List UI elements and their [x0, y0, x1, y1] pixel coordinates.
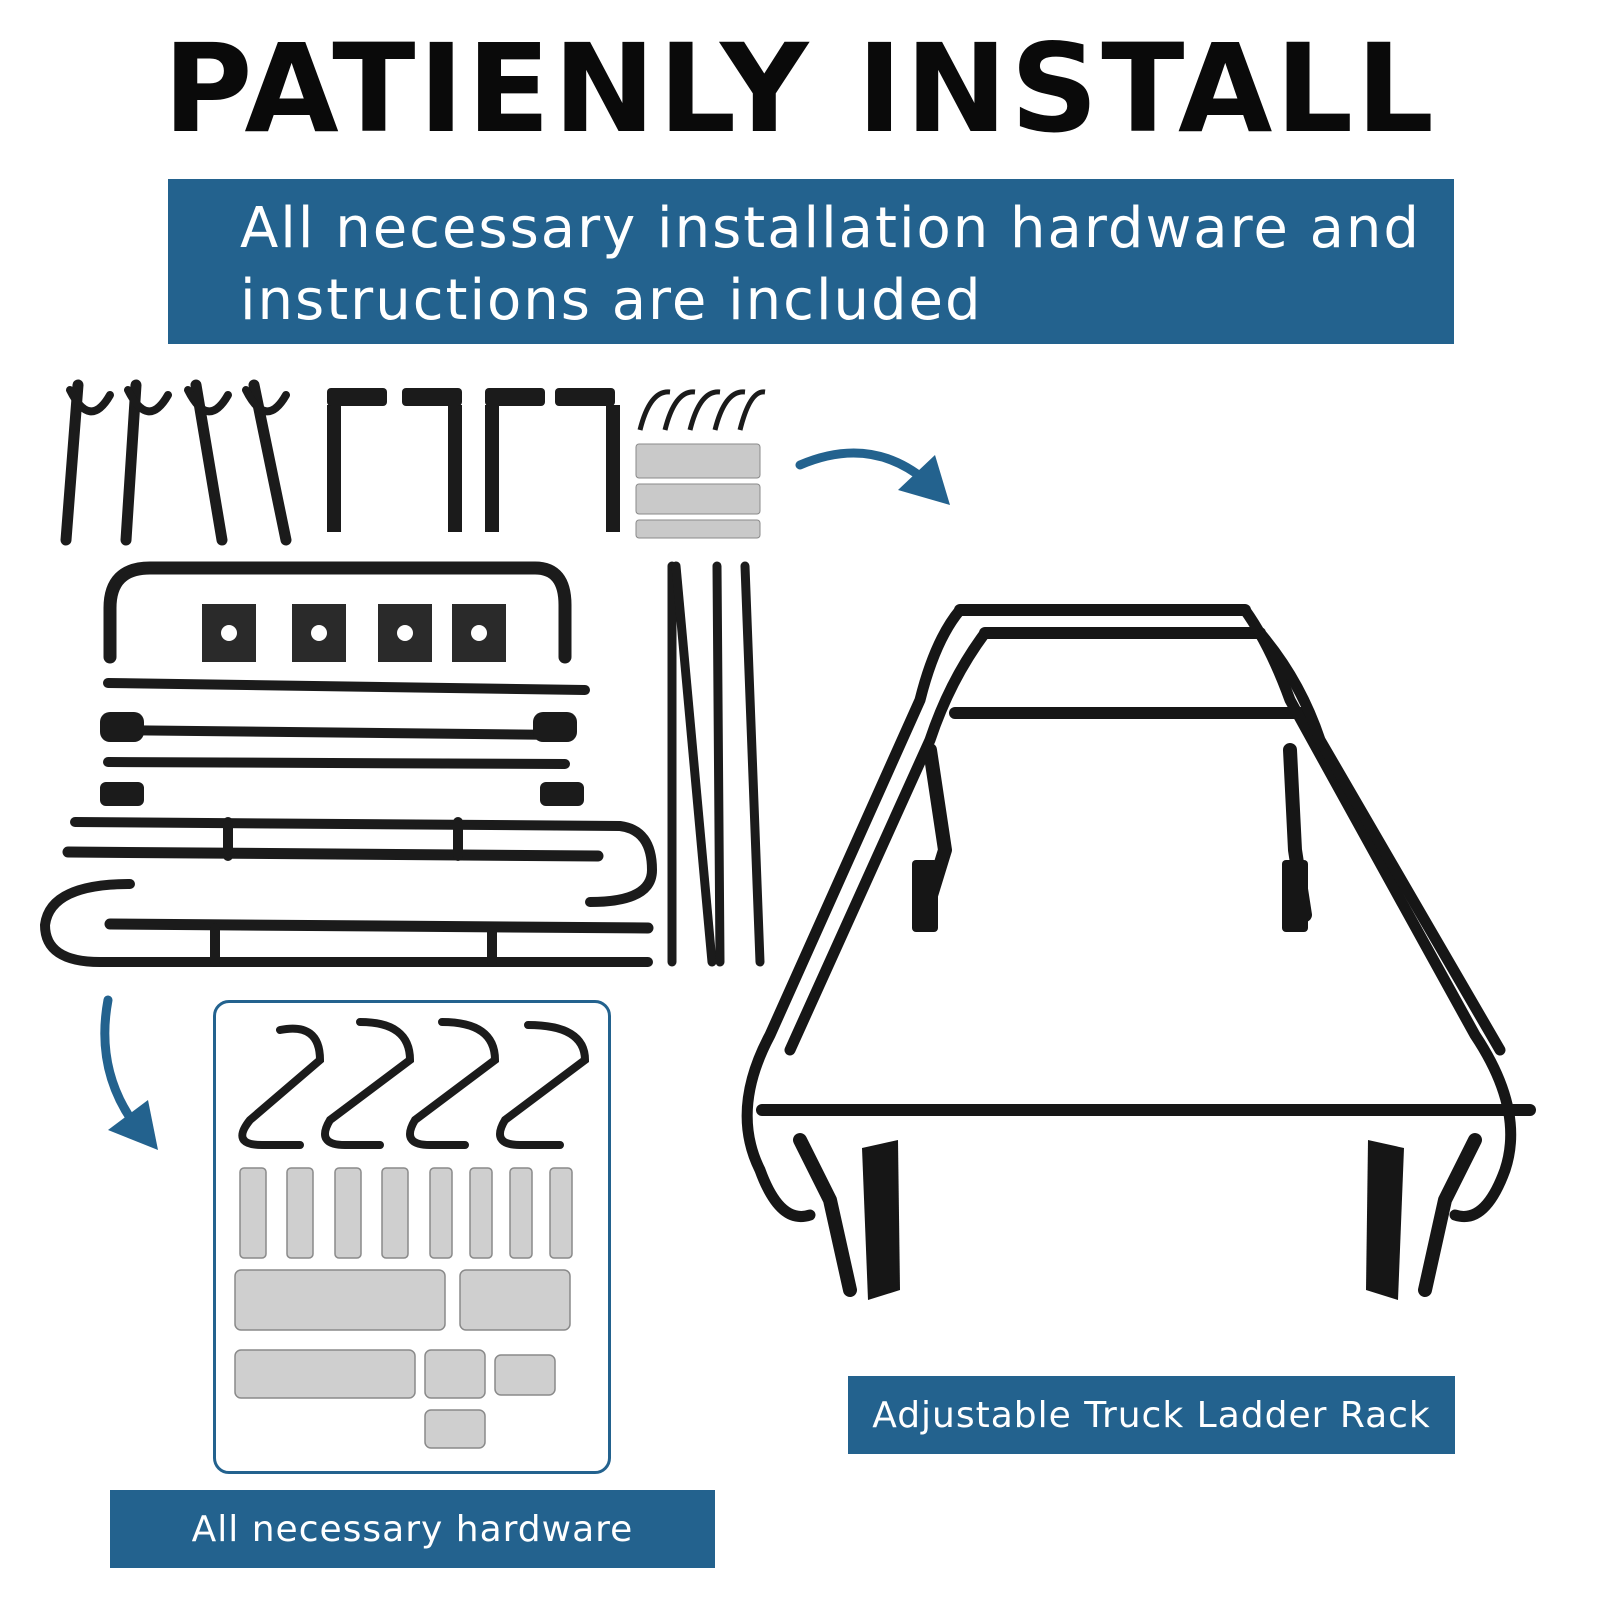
- hardware-hooks: [238, 1018, 590, 1149]
- arrow-right-head: [898, 455, 950, 505]
- banner-line-2: instructions are included: [240, 268, 983, 333]
- mount-plates: [202, 604, 506, 662]
- vertical-poles: [667, 561, 765, 967]
- rack-label: Adjustable Truck Ladder Rack: [848, 1376, 1455, 1454]
- rack-mount-brackets: [862, 860, 1404, 1300]
- arrow-down-head: [108, 1100, 158, 1150]
- bar-end-brackets: [100, 712, 584, 806]
- hardware-label: All necessary hardware: [110, 1490, 715, 1568]
- long-bars: [62, 678, 654, 934]
- curved-brackets: [60, 379, 292, 546]
- crossbar-top: [103, 561, 572, 664]
- assembled-rack: [741, 604, 1536, 1297]
- banner-line-1: All necessary installation hardware and: [240, 196, 1421, 261]
- arrow-right-icon: [795, 448, 930, 485]
- headline: PATIENLY INSTALL: [163, 18, 1437, 160]
- info-banner: All necessary installation hardware and …: [168, 179, 1454, 344]
- side-rails: [39, 817, 658, 967]
- arrow-down-icon: [100, 995, 140, 1130]
- hardware-bolts: [234, 1167, 573, 1449]
- small-hardware-cluster: [635, 389, 766, 539]
- l-brackets: [327, 388, 620, 532]
